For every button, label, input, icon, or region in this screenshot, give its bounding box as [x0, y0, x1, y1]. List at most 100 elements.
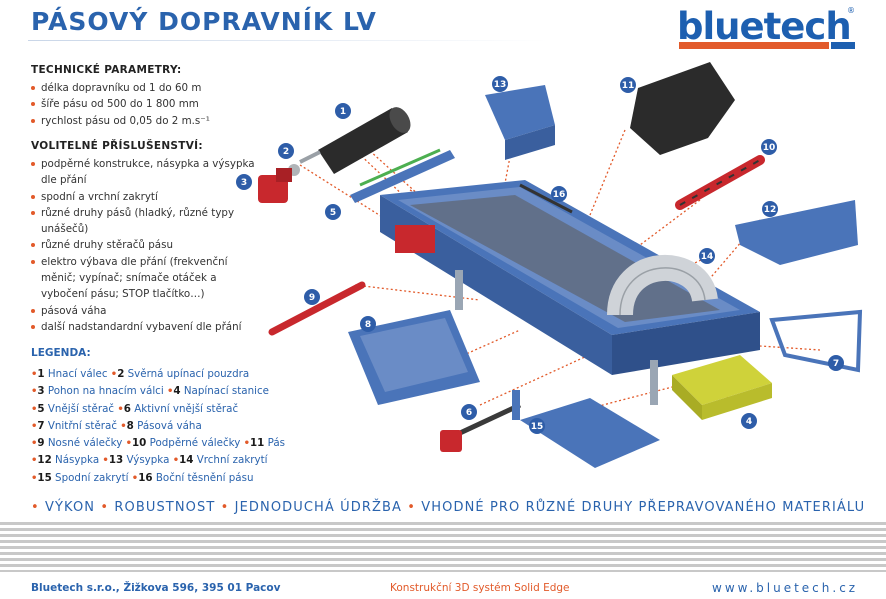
- legend-bullet: •: [31, 455, 38, 467]
- legend-number: 14: [179, 454, 194, 467]
- legend-entry: •5 Vnější stěrač: [31, 403, 117, 415]
- callout-12: 12: [762, 201, 778, 217]
- legend-number: 11: [250, 437, 265, 450]
- leader-line: [299, 164, 396, 226]
- callout-circle: [492, 76, 508, 92]
- callout-10: 10: [761, 139, 777, 155]
- legend-entry: •3 Pohon na hnacím válci: [31, 385, 167, 397]
- leader-line: [639, 199, 701, 246]
- legend-heading: LEGENDA:: [31, 347, 91, 359]
- slogan-bullet: •: [215, 500, 235, 515]
- slogan-bullet: •: [95, 500, 115, 515]
- callout-11: 11: [620, 77, 636, 93]
- callout-number: 6: [466, 408, 472, 418]
- leader-line: [524, 194, 556, 261]
- legend-bullet: •: [131, 472, 139, 484]
- legend-number: 3: [37, 385, 45, 398]
- callout-9: 9: [304, 289, 320, 305]
- legend-number: 10: [132, 437, 147, 450]
- legend-label: Násypka: [55, 454, 100, 467]
- legend-number: 4: [173, 385, 181, 398]
- legend-label: Napínací stanice: [183, 385, 269, 398]
- belt-cover-arc: [607, 255, 718, 317]
- callout-circle: [529, 418, 545, 434]
- legend-label: Hnací válec: [47, 368, 108, 380]
- callout-circle: [278, 143, 294, 159]
- technical-list: délka dopravníku od 1 do 60 m šíře pásu …: [31, 80, 241, 129]
- discharge-chute: [485, 85, 555, 160]
- optional-item: elektro výbava dle přání (frekvenční měn…: [31, 254, 263, 303]
- technical-heading: TECHNICKÉ PARAMETRY:: [31, 64, 182, 76]
- legend-label: Pás: [267, 437, 286, 450]
- optional-item: různé druhy stěračů pásu: [31, 237, 263, 253]
- company-address: Bluetech s.r.o., Žižkova 596, 395 01 Pac…: [31, 582, 281, 594]
- callout-circle: [762, 201, 778, 217]
- legend-label: Vrchní zakrytí: [196, 454, 268, 467]
- legend-number: 2: [117, 368, 125, 380]
- callout-4: 4: [741, 413, 757, 429]
- callout-1: 1: [335, 103, 351, 119]
- legend-bullet: •: [102, 455, 109, 467]
- leader-line: [359, 141, 431, 206]
- legend-bullet: •: [31, 438, 38, 450]
- legend-entry: •9 Nosné válečky: [31, 437, 126, 449]
- callout-number: 10: [763, 143, 776, 153]
- legend-entry: •6 Aktivní vnější stěrač: [117, 403, 238, 415]
- optional-item: pásová váha: [31, 303, 263, 319]
- optional-list: podpěrné konstrukce, násypka a výsypka d…: [31, 156, 263, 335]
- slogan-bar: • VÝKON • ROBUSTNOST • JEDNODUCHÁ ÚDRŽBA…: [31, 500, 865, 515]
- callout-circle: [335, 103, 351, 119]
- website-link[interactable]: www.bluetech.cz: [712, 581, 859, 595]
- callout-6: 6: [461, 404, 477, 420]
- legend-label: Spodní zakrytí: [55, 471, 129, 484]
- clamping-bush: [288, 164, 300, 176]
- legend-entry: •16 Boční těsnění pásu: [132, 472, 254, 484]
- legend-entry: •13 Výsypka: [102, 454, 172, 466]
- support-rollers: [675, 155, 765, 210]
- callout-5: 5: [325, 204, 341, 220]
- legend-bullet: •: [243, 438, 250, 450]
- optional-heading: VOLITELNÉ PŘÍSLUŠENSTVÍ:: [31, 140, 203, 152]
- legend-entry: •4 Napínací stanice: [167, 385, 269, 397]
- callout-circle: [699, 248, 715, 264]
- optional-item: další nadstandardní vybavení dle přání: [31, 319, 263, 335]
- callout-circle: [325, 204, 341, 220]
- gear-motor: [258, 168, 292, 203]
- belt-segment: [630, 62, 735, 155]
- callout-circle: [761, 139, 777, 155]
- legend-number: 15: [37, 471, 52, 484]
- inner-scraper: [769, 309, 863, 373]
- leader-line: [354, 284, 481, 301]
- legend-bullet: •: [31, 403, 38, 415]
- slogan-bullet: •: [31, 500, 46, 515]
- leader-lines: [299, 129, 821, 421]
- callout-circle: [620, 77, 636, 93]
- legend-number: 5: [37, 402, 45, 415]
- legend-number: 1: [37, 368, 45, 380]
- callout-number: 8: [365, 320, 371, 330]
- decorative-stripes: [0, 522, 886, 572]
- callout-8: 8: [360, 316, 376, 332]
- leader-line: [659, 257, 706, 281]
- bottom-cover: [520, 398, 660, 468]
- slogan-item: VHODNÉ PRO RŮZNÉ DRUHY PŘEPRAVOVANÉHO MA…: [421, 500, 866, 515]
- cad-note: Konstrukční 3D systém Solid Edge: [390, 582, 570, 594]
- legend-entry: •15 Spodní zakrytí: [31, 472, 132, 484]
- logo-registered-mark: ®: [847, 6, 855, 15]
- callout-circle: [461, 404, 477, 420]
- legend-entry: •2 Svěrná upínací pouzdra: [111, 368, 249, 380]
- legend-entry: •10 Podpěrné válečky: [126, 437, 244, 449]
- callout-circle: [360, 316, 376, 332]
- leader-line: [589, 129, 626, 216]
- legend-label: Nosné válečky: [47, 437, 123, 450]
- legend-entry: •1 Hnací válec: [31, 368, 111, 380]
- optional-item: podpěrné konstrukce, násypka a výsypka d…: [31, 156, 263, 189]
- callout-number: 14: [701, 252, 714, 262]
- legend-entry: •12 Násypka: [31, 454, 102, 466]
- callout-circle: [828, 355, 844, 371]
- slogan-bullet: •: [402, 500, 422, 515]
- legend-label: Podpěrné válečky: [149, 437, 241, 450]
- hopper: [735, 200, 858, 265]
- callout-7: 7: [828, 355, 844, 371]
- legend-label: Vnější stěrač: [47, 402, 115, 415]
